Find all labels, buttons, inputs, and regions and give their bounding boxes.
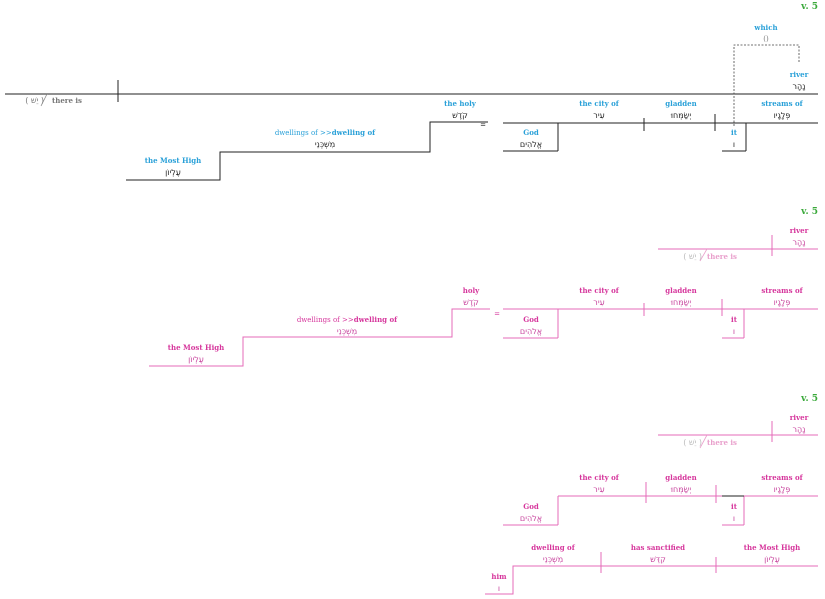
sanctified-label-3: has sanctified (631, 543, 685, 552)
most-high-hebrew-3: עֶלְיוֹן (764, 555, 780, 564)
him-label-3: him (491, 572, 507, 581)
river-label-2: river (790, 226, 809, 235)
it-label-1: it (731, 128, 738, 137)
holy-label-2: holy (463, 286, 480, 295)
god-hebrew-3: אֱלֹהִים (520, 514, 542, 523)
god-hebrew-2: אֱלֹהִים (520, 327, 542, 336)
staircase-2 (149, 308, 490, 367)
verse-ref-3: v. 5 (800, 394, 818, 404)
streams-hebrew-2: פְּלָגָיו (774, 298, 791, 307)
streams-hebrew-1: פְּלָגָיו (774, 111, 791, 120)
city-hebrew-2: עִיר (593, 298, 604, 307)
god-label-3: God (523, 502, 539, 511)
holy-hebrew-1: קֹדֶשׁ (452, 111, 468, 120)
verse-ref-1: v. 5 (800, 2, 818, 12)
sanctified-hebrew-3: קִדֵּשׁ (650, 555, 666, 564)
it-hebrew-1: ו (733, 140, 735, 149)
which-label: which (753, 23, 777, 32)
city-label-2: the city of (579, 286, 620, 295)
diagram-2: v. 5 river נָהָר ( יֵשׁ ) there is the c… (149, 207, 818, 367)
city-hebrew-1: עִיר (593, 111, 604, 120)
relative-clause-line-3 (485, 565, 818, 595)
dwelling-label-3: dwelling of (531, 543, 575, 552)
river-label-1: river (790, 70, 809, 79)
river-hebrew-2: נָהָר (793, 238, 806, 247)
it-label-3: it (731, 502, 738, 511)
god-label-1: God (523, 128, 539, 137)
him-hebrew-3: ו (498, 584, 500, 593)
most-high-label-1: the Most High (145, 156, 202, 165)
equals-sign-1: = (480, 121, 486, 129)
most-high-hebrew-2: עֶלְיוֹן (188, 355, 204, 364)
dwellings-hebrew-2: מִשְׁכְּנֵי (337, 327, 357, 336)
city-label-3: the city of (579, 473, 620, 482)
there-is-label-1: there is (52, 96, 82, 105)
river-hebrew-1: נָהָר (793, 82, 806, 91)
it-label-2: it (731, 315, 738, 324)
svg-text:dwellings of >>dwelling of: dwellings of >>dwelling of (275, 128, 376, 137)
which-dotted-connector (733, 44, 800, 126)
it-hebrew-2: ו (733, 327, 735, 336)
god-label-2: God (523, 315, 539, 324)
holy-label-1: the holy (444, 99, 477, 108)
dwelling-label-1: dwelling of (332, 128, 376, 137)
gladden-hebrew-1: יְשַׂמְּחוּ (670, 111, 691, 120)
streams-label-3: streams of (761, 473, 803, 482)
verse-ref-2: v. 5 (800, 207, 818, 217)
there-is-label-2: there is (707, 252, 737, 261)
streams-hebrew-3: פְּלָגָיו (774, 485, 791, 494)
river-label-3: river (790, 413, 809, 422)
streams-label-1: streams of (761, 99, 803, 108)
dwelling-label-2: dwelling of (354, 315, 398, 324)
svg-text:dwellings of >>dwelling of: dwellings of >>dwelling of (297, 315, 398, 324)
holy-hebrew-2: קֹדֶשׁ (463, 298, 479, 307)
there-is-hebrew-2: ( יֵשׁ ) (683, 252, 702, 261)
staircase-1 (126, 121, 488, 181)
there-is-hebrew-3: ( יֵשׁ ) (683, 438, 702, 447)
streams-label-2: streams of (761, 286, 803, 295)
there-is-slant-1 (40, 93, 48, 107)
most-high-hebrew-1: עֶלְיוֹן (165, 168, 181, 177)
there-is-label-3: there is (707, 438, 737, 447)
dwellings-prefix-2: dwellings of >> (297, 316, 354, 324)
dwellings-prefix-1: dwellings of >> (275, 129, 332, 137)
diagram-3: v. 5 river נָהָר ( יֵשׁ ) there is the c… (485, 394, 818, 595)
city-hebrew-3: עִיר (593, 485, 604, 494)
diagram-1: v. 5 ( יֵשׁ ) there is which () river נָ… (5, 2, 818, 181)
river-hebrew-3: נָהָר (793, 425, 806, 434)
gladden-hebrew-2: יְשַׂמְּחוּ (670, 298, 691, 307)
it-hebrew-3: ו (733, 514, 735, 523)
most-high-label-2: the Most High (168, 343, 225, 352)
gladden-label-1: gladden (665, 99, 696, 108)
which-hebrew: () (763, 35, 769, 43)
god-hebrew-1: אֱלֹהִים (520, 140, 542, 149)
gladden-label-3: gladden (665, 473, 696, 482)
equals-sign-2: = (494, 310, 500, 318)
there-is-hebrew-1: ( יֵשׁ ) (25, 96, 44, 105)
gladden-label-2: gladden (665, 286, 696, 295)
dwellings-hebrew-1: מִשְׁכְּנֵי (315, 140, 335, 149)
most-high-label-3: the Most High (744, 543, 801, 552)
city-label-1: the city of (579, 99, 620, 108)
gladden-hebrew-3: יְשַׂמְּחוּ (670, 485, 691, 494)
dwelling-hebrew-3: מִשְׁכְּנֵי (543, 555, 563, 564)
